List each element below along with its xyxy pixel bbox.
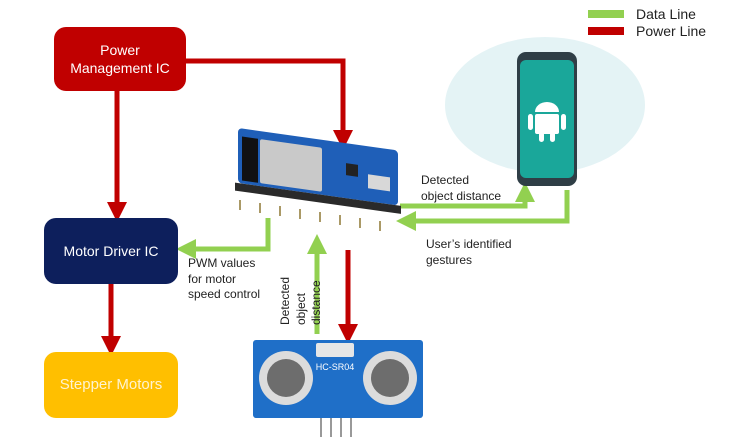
power-line-swatch — [588, 26, 624, 35]
detected-distance-to-phone-annotation: Detected object distance — [421, 173, 501, 204]
detected-distance-from-sensor-annotation: Detected object distance — [278, 245, 325, 325]
legend: Data Line Power Line — [588, 5, 706, 39]
data-line-swatch — [588, 9, 624, 18]
esp32-module — [260, 139, 322, 192]
block-label-line1: Power — [100, 41, 140, 58]
pwm-annotation: PWM values for motor speed control — [188, 256, 260, 303]
esp32-board — [235, 128, 401, 214]
power-management-ic-block: Power Management IC — [54, 27, 186, 91]
gestures-annotation: User’s identified gestures — [426, 237, 512, 268]
smartphone — [517, 52, 577, 186]
ultrasonic-sensor: HC-SR04 — [253, 340, 423, 437]
block-label: Stepper Motors — [59, 376, 163, 394]
annotation-line: gestures — [426, 252, 473, 267]
motor-driver-ic-block: Motor Driver IC — [44, 218, 178, 284]
esp32-pins — [239, 200, 381, 231]
annotation-line: object distance — [293, 280, 324, 325]
data-line-esp32-to-phone — [400, 182, 535, 209]
android-icon — [528, 102, 566, 142]
annotation-line: speed control — [188, 287, 261, 302]
legend-item-data-line: Data Line — [588, 5, 706, 22]
annotation-line: User’s identified — [426, 237, 512, 251]
annotation-line: object distance — [421, 188, 502, 203]
annotation-line: Detected — [421, 173, 470, 187]
annotation-line: for motor — [188, 271, 237, 286]
power-line-pmic-to-esp32 — [186, 58, 353, 150]
block-label: Motor Driver IC — [63, 242, 159, 259]
data-line-pwm — [176, 218, 271, 259]
annotation-line: PWM values — [188, 256, 256, 270]
sensor-label: HC-SR04 — [316, 362, 355, 372]
legend-label: Data Line — [636, 5, 696, 22]
annotation-line: Detected — [278, 276, 292, 325]
stepper-motors-block: Stepper Motors — [44, 352, 178, 418]
legend-item-power-line: Power Line — [588, 22, 706, 39]
usb-port — [368, 174, 390, 192]
block-label-line2: Management IC — [70, 60, 170, 76]
data-line-phone-to-esp32 — [396, 190, 570, 231]
legend-label: Power Line — [636, 22, 707, 39]
